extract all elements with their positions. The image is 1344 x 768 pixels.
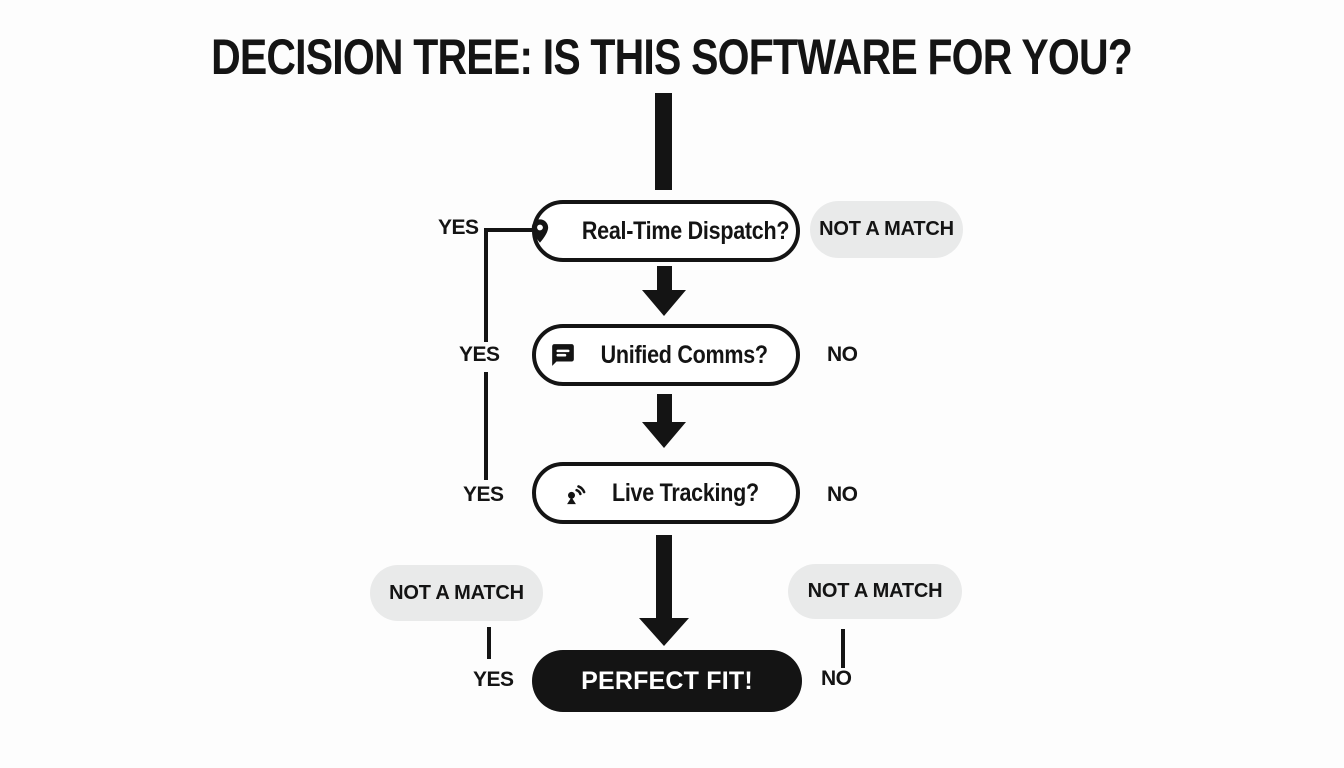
node-unified-comms: Unified Comms? (532, 324, 800, 386)
location-pin-icon (531, 219, 549, 243)
outcome-label: NOT A MATCH (819, 218, 954, 240)
branch-label-no-2: NO (827, 343, 858, 366)
arrow-head-icon (639, 618, 689, 646)
yes-rail-segment-1 (484, 228, 488, 342)
node-label: Live Tracking? (612, 478, 759, 507)
node-label: Unified Comms? (600, 340, 769, 369)
outcome-pill-not-a-match-top-right: NOT A MATCH (810, 201, 963, 258)
branch-line-bottom-right (841, 629, 845, 668)
page-title: DECISION TREE: IS THIS SOFTWARE FOR YOU? (0, 30, 1344, 84)
outcome-label: NOT A MATCH (389, 581, 524, 604)
branch-line-bottom-left (487, 627, 491, 659)
branch-label-no-3: NO (827, 483, 858, 506)
start-connector-bar (655, 93, 672, 190)
outcome-pill-not-a-match-bottom-right: NOT A MATCH (788, 564, 962, 619)
node-label: Real-Time Dispatch? (581, 216, 790, 245)
yes-rail-segment-2 (484, 372, 488, 480)
arrow-down-final (639, 535, 689, 646)
branch-label-yes-1: YES (438, 216, 479, 239)
outcome-pill-not-a-match-bottom-left: NOT A MATCH (370, 565, 543, 621)
arrow-head-icon (642, 422, 686, 448)
chat-bubble-icon (552, 344, 575, 366)
arrow-stem (656, 266, 672, 290)
node-live-tracking: Live Tracking? (532, 462, 800, 524)
arrow-head-icon (642, 290, 686, 316)
page-title-text: DECISION TREE: IS THIS SOFTWARE FOR YOU? (211, 29, 1134, 85)
arrow-down-1 (642, 266, 686, 316)
arrow-stem (656, 394, 672, 422)
yes-elbow-horizontal (484, 228, 532, 232)
arrow-down-2 (642, 394, 686, 448)
outcome-label: NOT A MATCH (807, 580, 943, 602)
branch-label-yes-2: YES (459, 343, 500, 366)
branch-label-no-final: NO (821, 667, 852, 690)
node-real-time-dispatch: Real-Time Dispatch? (531, 200, 800, 262)
branch-label-yes-3: YES (463, 483, 504, 506)
broadcast-icon (567, 485, 586, 505)
final-label: PERFECT FIT! (581, 666, 753, 695)
branch-label-yes-final: YES (473, 668, 514, 691)
node-perfect-fit: PERFECT FIT! (532, 650, 802, 712)
arrow-stem (656, 535, 672, 618)
